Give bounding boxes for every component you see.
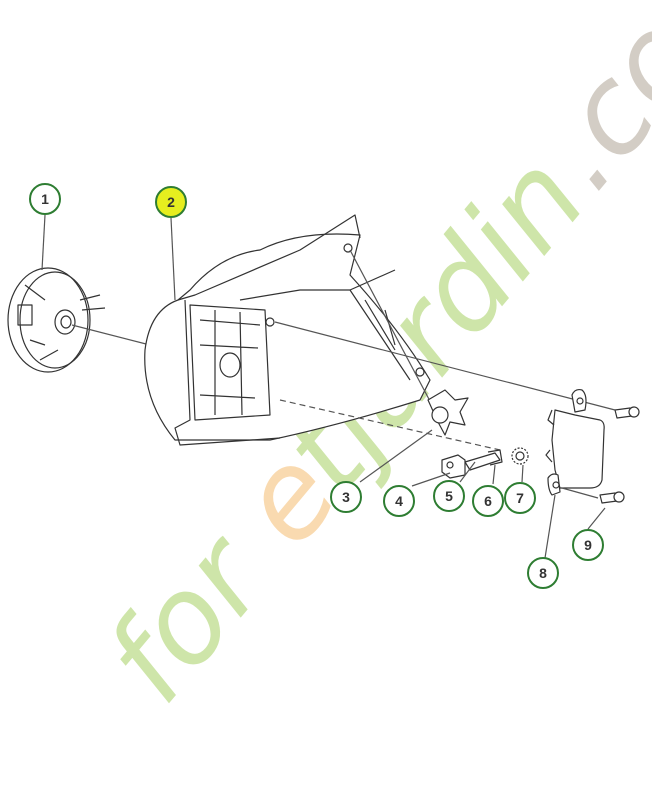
part-8-bracket [545,388,605,496]
callout-label: 7 [516,490,524,506]
callout-1[interactable]: 1 [29,183,61,215]
callout-label: 1 [41,191,49,207]
part-1-disc [7,267,106,373]
callout-4[interactable]: 4 [383,485,415,517]
callout-7[interactable]: 7 [504,482,536,514]
callout-2-selected[interactable]: 2 [155,186,187,218]
callout-5[interactable]: 5 [433,480,465,512]
part-3-knob [427,389,469,436]
callout-label: 5 [445,488,453,504]
callout-label: 8 [539,565,547,581]
part-9-screws [599,406,640,504]
callout-label: 6 [484,493,492,509]
callout-label: 2 [167,194,175,210]
callout-label: 4 [395,493,403,509]
part-2-cover [144,214,431,446]
callout-3[interactable]: 3 [330,481,362,513]
parts-drawing [7,214,640,559]
part-5-6-screw [464,449,503,471]
callout-8[interactable]: 8 [527,557,559,589]
callout-6[interactable]: 6 [472,485,504,517]
svg-text:for: for [79,507,296,728]
callout-9[interactable]: 9 [572,529,604,561]
callout-label: 3 [342,489,350,505]
callout-label: 9 [584,537,592,553]
part-7-gear [511,447,529,465]
